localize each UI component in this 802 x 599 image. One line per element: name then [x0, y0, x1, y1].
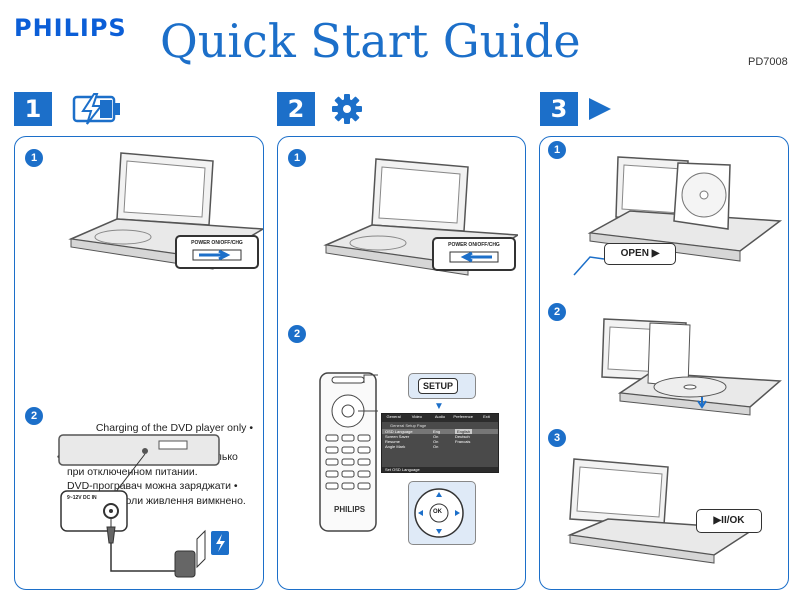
substep-3-2-badge: 2 — [548, 303, 566, 321]
step-1-panel: 1 POWER ON/OFF/CHG Charging of the DVD p… — [14, 136, 264, 590]
tab-video[interactable]: Video — [411, 414, 422, 419]
charging-connection-illustration — [58, 434, 229, 578]
play-icon — [586, 92, 614, 126]
menu-page-title: General Setup Page — [390, 423, 427, 428]
setup-callout: SETUP — [408, 373, 476, 399]
substep-1-2-badge: 2 — [25, 407, 43, 425]
substep-3-3-badge: 3 — [548, 429, 566, 447]
open-button[interactable]: OPEN ▶ — [604, 243, 676, 265]
step-2-panel: 1 POWER ON/OFF/CHG 2 PHILIPS SETU — [277, 136, 526, 590]
dc-in-label: 9~12V DC IN — [67, 495, 97, 501]
arrow-right-icon — [192, 249, 242, 261]
note-line-4: при отключенном питании. — [67, 465, 198, 478]
menu-tab-bar: General Video Audio Preference Exit — [382, 414, 498, 422]
substep-1-1-badge: 1 — [25, 149, 43, 167]
navpad-callout: OK — [408, 481, 476, 545]
close-tray-illustration — [567, 458, 757, 564]
setup-button[interactable]: SETUP — [418, 378, 458, 394]
ok-label: OK — [433, 509, 442, 515]
setup-menu-screen: General Video Audio Preference Exit Gene… — [381, 413, 499, 473]
gear-icon — [330, 92, 364, 126]
tab-preference[interactable]: Preference — [453, 414, 473, 419]
step-2-number: 2 — [277, 92, 315, 126]
open-tray-illustration — [573, 156, 783, 276]
note-line-5: DVD-програвач можна заряджати • — [67, 480, 238, 492]
remote-control-illustration — [319, 372, 378, 532]
arrow-left-icon — [449, 251, 499, 263]
power-switch-label: POWER ON/OFF/CHG — [191, 240, 243, 246]
substep-3-1-badge: 1 — [548, 141, 566, 159]
remote-brand-label: PHILIPS — [334, 505, 366, 514]
note-line-1: Charging of the DVD player only • — [95, 422, 253, 434]
step-1-number: 1 — [14, 92, 52, 126]
power-switch-callout: POWER ON/OFF/CHG — [175, 235, 259, 269]
tab-general[interactable]: General — [386, 414, 401, 419]
navigation-pad[interactable] — [409, 482, 475, 544]
battery-charging-icon — [70, 92, 124, 126]
step-3-panel: 1 OPEN ▶ 2 3 ▶II/OK — [539, 136, 789, 590]
substep-2-2-badge: 2 — [288, 325, 306, 343]
tab-exit[interactable]: Exit — [483, 414, 490, 419]
arrow-down-icon: ▼ — [434, 401, 444, 412]
menu-footer: Set OSD Language — [382, 467, 498, 472]
substep-2-1-badge: 1 — [288, 149, 306, 167]
power-switch-callout: POWER ON/OFF/CHG — [432, 237, 516, 271]
play-pause-ok-button[interactable]: ▶II/OK — [696, 509, 762, 533]
page-title: Quick Start Guide — [160, 14, 581, 68]
brand-logo: PHILIPS — [14, 14, 127, 42]
model-number: PD7008 — [748, 56, 788, 68]
insert-disc-illustration — [601, 318, 782, 416]
step-3-number: 3 — [540, 92, 578, 126]
tab-audio[interactable]: Audio — [434, 414, 446, 419]
power-switch-label: POWER ON/OFF/CHG — [448, 242, 500, 248]
